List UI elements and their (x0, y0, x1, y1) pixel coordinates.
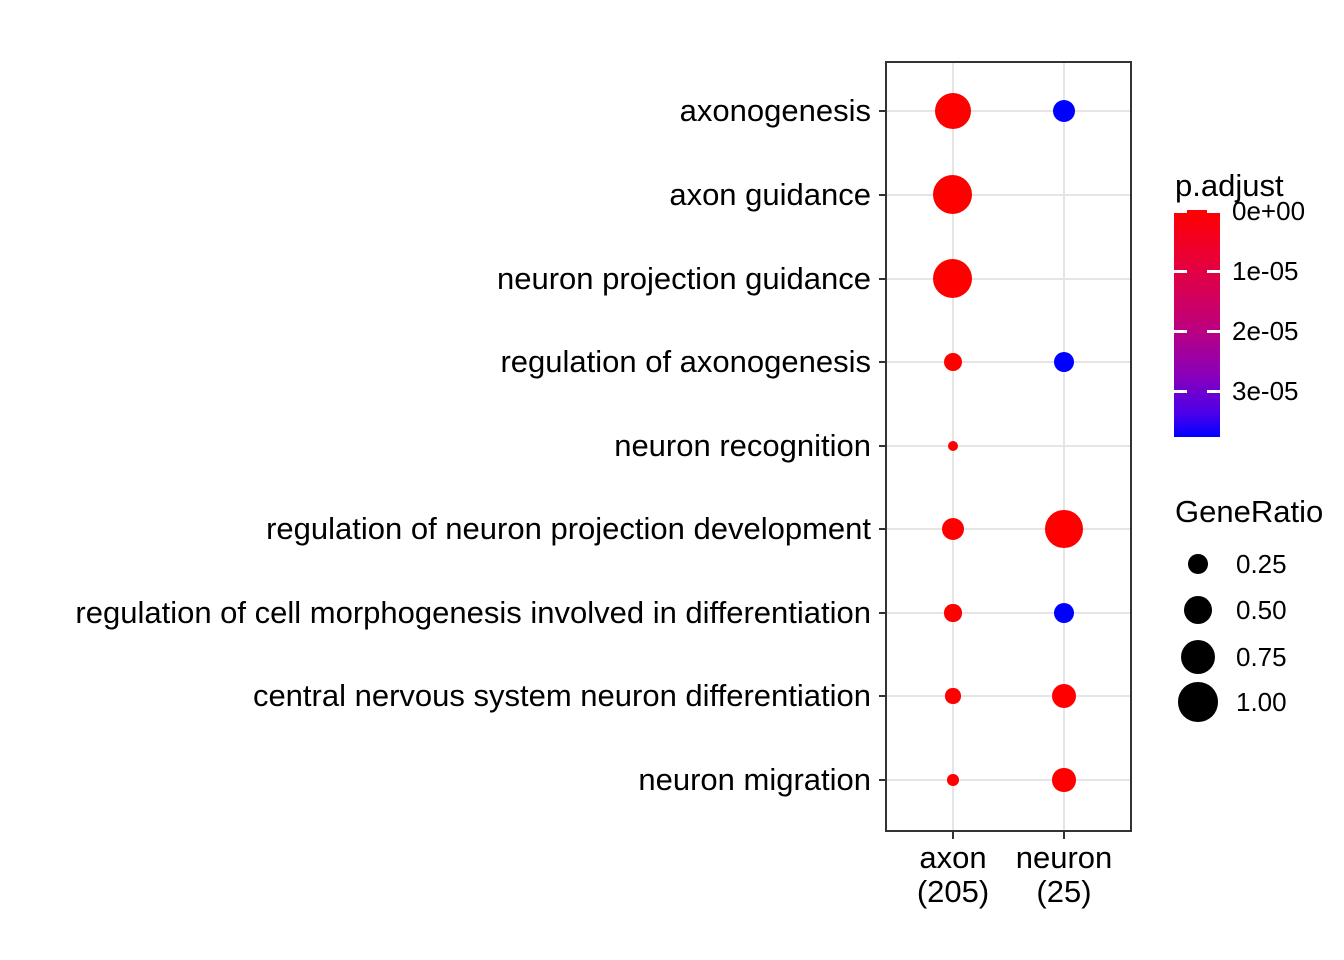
colorbar-tick-left-3 (1174, 390, 1187, 393)
gene-ratio-legend-dot-1 (1184, 596, 1212, 624)
y-axis-label-1: axon guidance (669, 177, 871, 212)
p-adjust-colorbar (1174, 210, 1220, 437)
colorbar-tick-right-0 (1207, 210, 1220, 213)
x-axis-label-name-1: neuron (1015, 840, 1113, 875)
y-axis-tick-6 (879, 612, 887, 614)
panel-border (885, 61, 1132, 832)
gridline-horizontal-1 (887, 194, 1130, 196)
y-axis-tick-8 (879, 779, 887, 781)
y-axis-tick-0 (879, 110, 887, 112)
y-axis-label-5: regulation of neuron projection developm… (266, 511, 871, 546)
x-axis-label-count-0: (205) (916, 874, 990, 909)
colorbar-tick-right-1 (1207, 270, 1220, 273)
gene-ratio-legend-dot-3 (1178, 682, 1218, 722)
dot-neuron-8 (1052, 768, 1076, 792)
gridline-horizontal-5 (887, 528, 1130, 530)
x-axis-label-1: neuron(25) (964, 841, 1164, 909)
p-adjust-tick-label-2: 2e-05 (1232, 316, 1299, 346)
gene-ratio-legend-dot-2 (1180, 639, 1216, 675)
p-adjust-tick-label-0: 0e+00 (1232, 196, 1306, 226)
colorbar-tick-right-2 (1207, 330, 1220, 333)
dot-axon-7 (945, 688, 961, 704)
x-axis-label-name-0: axon (919, 840, 987, 875)
x-axis-label-0: axon(205) (853, 841, 1053, 909)
gene-ratio-legend-dot-0 (1188, 554, 1208, 574)
y-axis-label-3: regulation of axonogenesis (500, 344, 871, 379)
dot-axon-3 (943, 352, 963, 372)
p-adjust-tick-label-1: 1e-05 (1232, 256, 1299, 286)
dot-neuron-3 (1053, 351, 1075, 373)
dot-neuron-0 (1053, 100, 1075, 122)
y-axis-label-2: neuron projection guidance (497, 261, 871, 296)
p-adjust-tick-label-3: 3e-05 (1232, 376, 1299, 406)
y-axis-label-6: regulation of cell morphogenesis involve… (75, 595, 871, 630)
dot-axon-6 (944, 604, 962, 622)
gene-ratio-legend-label-0: 0.25 (1236, 549, 1287, 579)
y-axis-label-8: neuron migration (638, 762, 871, 797)
x-axis-tick-0 (952, 831, 954, 839)
dot-axon-4 (947, 440, 959, 452)
dot-neuron-7 (1051, 683, 1077, 709)
dot-neuron-6 (1053, 602, 1075, 624)
y-axis-tick-5 (879, 528, 887, 530)
dot-axon-1 (933, 175, 973, 215)
y-axis-label-0: axonogenesis (679, 93, 871, 128)
x-axis-label-count-1: (25) (1036, 874, 1092, 909)
dot-axon-2 (933, 259, 973, 299)
y-axis-tick-3 (879, 361, 887, 363)
dot-axon-5 (941, 517, 965, 541)
dot-axon-8 (947, 774, 959, 786)
gridline-horizontal-8 (887, 779, 1130, 781)
gene-ratio-legend-label-3: 1.00 (1236, 687, 1287, 717)
y-axis-tick-4 (879, 445, 887, 447)
gridline-horizontal-6 (887, 612, 1130, 614)
gene-ratio-legend-title: GeneRatio (1175, 494, 1324, 529)
y-axis-tick-2 (879, 278, 887, 280)
colorbar-tick-left-1 (1174, 270, 1187, 273)
gene-ratio-legend-label-2: 0.75 (1236, 642, 1287, 672)
y-axis-label-4: neuron recognition (614, 428, 871, 463)
gridline-horizontal-2 (887, 278, 1130, 280)
gridline-horizontal-0 (887, 110, 1130, 112)
y-axis-tick-7 (879, 695, 887, 697)
y-axis-tick-1 (879, 194, 887, 196)
p-adjust-legend-title: p.adjust (1175, 168, 1284, 203)
gridline-horizontal-3 (887, 361, 1130, 363)
colorbar-tick-left-0 (1174, 210, 1187, 213)
y-axis-label-7: central nervous system neuron differenti… (252, 678, 871, 713)
colorbar-tick-left-2 (1174, 330, 1187, 333)
dot-axon-0 (934, 92, 972, 130)
dot-neuron-5 (1045, 510, 1083, 548)
colorbar-tick-right-3 (1207, 390, 1220, 393)
gridline-horizontal-4 (887, 445, 1130, 447)
gridline-horizontal-7 (887, 695, 1130, 697)
gene-ratio-legend-label-1: 0.50 (1236, 595, 1287, 625)
x-axis-tick-1 (1063, 831, 1065, 839)
